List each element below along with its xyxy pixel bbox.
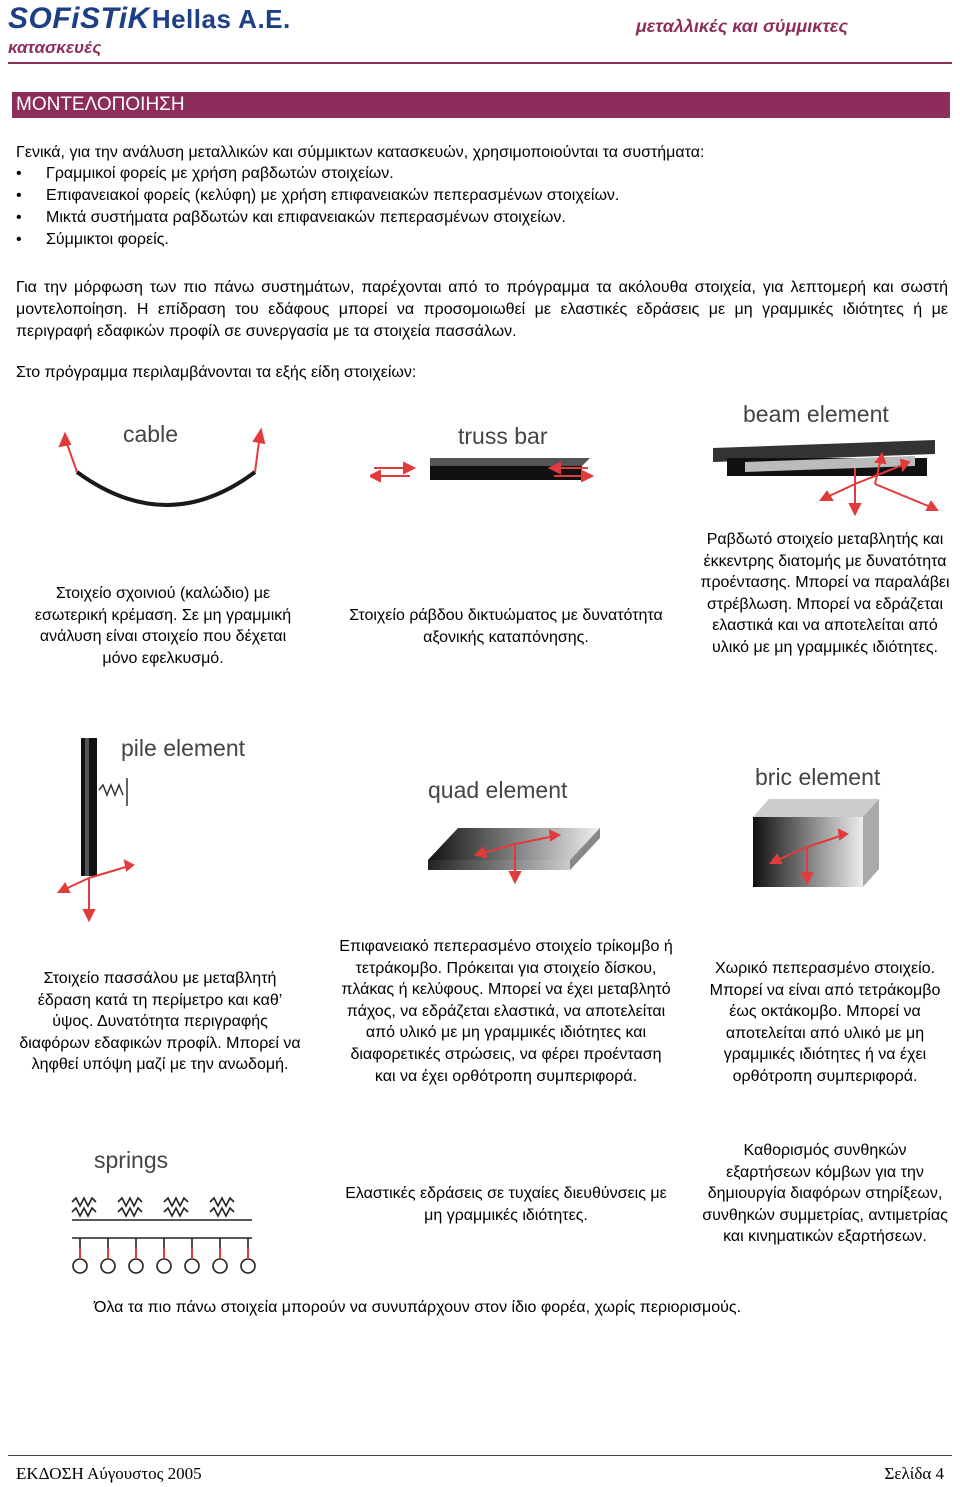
cable-label: cable — [123, 421, 178, 447]
quad-label: quad element — [428, 777, 568, 803]
quad-plate-edge — [428, 860, 570, 870]
cable-description: Στοιχείο σχοινιού (καλώδιο) με εσωτερική… — [34, 585, 292, 667]
beam-description: Ραβδωτό στοιχείο μεταβλητής και έκκεντρη… — [700, 531, 950, 656]
axial-arrows — [370, 461, 595, 483]
springs-description: Ελαστικές εδράσεις σε τυχαίες διευθύνσει… — [345, 1185, 667, 1224]
header-title-right: μεταλλικές και σύμμικτες — [635, 16, 848, 36]
pile-description: Στοιχείο πασσάλου με μεταβλητή έδραση κα… — [19, 970, 301, 1074]
beam-flange-top — [713, 440, 935, 462]
footer-page-number: Σελίδα 4 — [884, 1464, 944, 1483]
header-subtitle-left: κατασκευές — [8, 38, 102, 57]
beam-web — [745, 456, 915, 472]
beam-figure: beam element — [713, 401, 939, 517]
systems-list: Γραμμικοί φορείς με χρήση ραβδωτών στοιχ… — [16, 163, 619, 251]
truss-bar-body — [430, 466, 582, 480]
quad-arrows — [473, 829, 562, 885]
closing-note: Όλα τα πιο πάνω στοιχεία μπορούν να συνυ… — [94, 1299, 742, 1316]
bric-description: Χωρικό πεπερασμένο στοιχείο. Μπορεί να ε… — [709, 960, 941, 1085]
spring-row-1 — [71, 1196, 252, 1221]
logo-text: SOFiSTiK — [8, 2, 150, 35]
bric-figure: bric element — [753, 764, 881, 887]
spring-red-marks — [79, 1248, 249, 1259]
list-item: Επιφανειακοί φορείς (κελύφη) με χρήση επ… — [16, 185, 619, 207]
spring-row-2 — [72, 1237, 252, 1248]
pile-arrows — [57, 859, 135, 923]
truss-figure: truss bar — [370, 423, 595, 483]
pile-spring-icon — [98, 782, 124, 798]
truss-description: Στοιχείο ράβδου δικτυώματος με δυνατότητ… — [349, 607, 663, 646]
rotational-spring-icons — [72, 1258, 256, 1274]
beam-arrows — [819, 451, 939, 517]
logo-suffix: Hellas A.E. — [151, 4, 291, 34]
bric-side — [863, 799, 879, 887]
header-divider — [8, 62, 952, 64]
bric-label: bric element — [755, 764, 881, 790]
truss-label: truss bar — [458, 423, 548, 449]
tension-arrows — [58, 427, 266, 473]
bric-top — [753, 799, 879, 817]
company-logo: SOFiSTiKHellas A.E. — [8, 2, 291, 36]
truss-bar-top — [430, 458, 590, 466]
modeling-paragraph: Για την μόρφωση των πιο πάνω συστημάτων,… — [16, 279, 948, 340]
springs-figure: springs — [71, 1147, 256, 1274]
footer-divider — [8, 1455, 952, 1456]
list-item: Γραμμικοί φορείς με χρήση ραβδωτών στοιχ… — [16, 163, 619, 185]
list-item: Σύμμικτοι φορείς. — [16, 229, 619, 251]
bric-arrows — [769, 828, 849, 886]
pile-figure: pile element — [57, 735, 246, 923]
section-title: ΜΟΝΤΕΛΟΠΟΙΗΣΗ — [12, 92, 950, 118]
springs-label: springs — [94, 1147, 168, 1173]
pile-label: pile element — [121, 735, 246, 761]
pile-highlight — [85, 738, 89, 876]
quad-plate-side — [570, 828, 600, 870]
cable-line — [75, 470, 257, 507]
constraints-description: Καθορισμός συνθηκών εξαρτήσεων κόμβων γι… — [702, 1142, 948, 1246]
list-item: Μικτά συστήματα ραβδωτών και επιφανειακώ… — [16, 207, 619, 229]
quad-figure: quad element — [428, 777, 600, 885]
footer-edition: ΕΚΔΟΣΗ Αύγουστος 2005 — [16, 1464, 202, 1483]
elements-intro: Στο πρόγραμμα περιλαμβάνονται τα εξής εί… — [16, 364, 417, 381]
intro-text: Γενικά, για την ανάλυση μεταλλικών και σ… — [16, 144, 705, 161]
beam-label: beam element — [743, 401, 889, 427]
cable-figure: cable — [58, 421, 266, 507]
quad-description: Επιφανειακό πεπερασμένο στοιχείο τρίκομβ… — [339, 938, 673, 1085]
